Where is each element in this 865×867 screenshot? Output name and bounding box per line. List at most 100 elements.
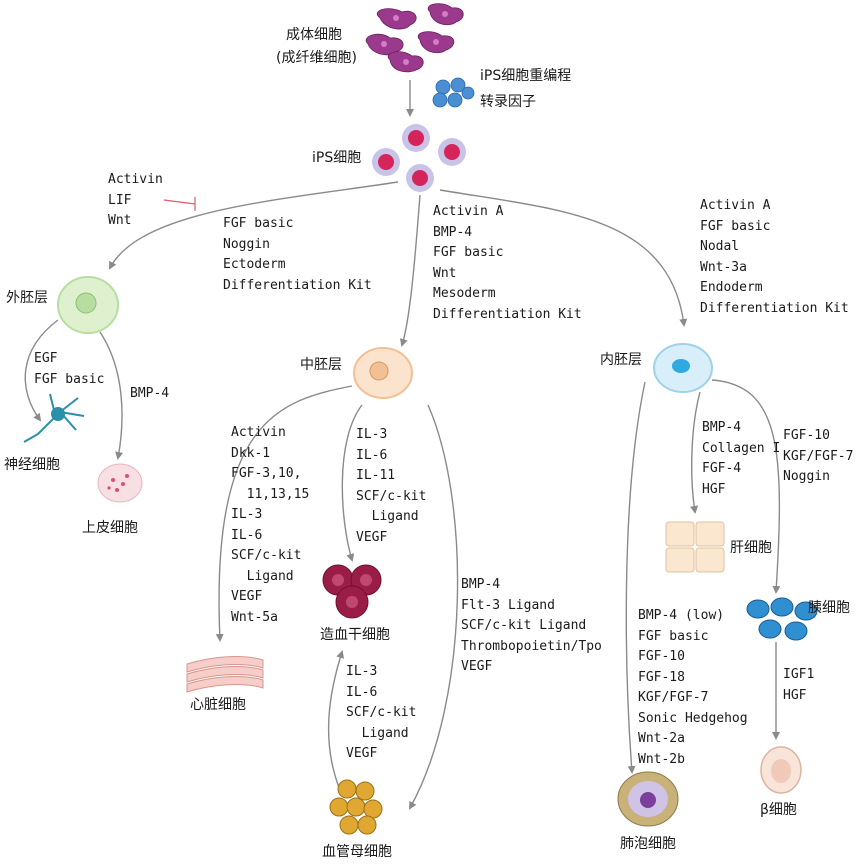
factor-item: Activin A (700, 198, 771, 213)
factor-item: Ligand (356, 509, 419, 524)
factor-item: Noggin (783, 469, 830, 484)
factor-item: Wnt-2b (638, 751, 685, 767)
beta-cell-image (760, 746, 802, 794)
arrow-hemangioblast-to-hsc (327, 650, 345, 791)
factor-item: Flt-3 Ligand (461, 597, 555, 613)
factor-item: FGF basic (638, 628, 709, 644)
factor-item: IL-3 (231, 507, 263, 522)
transcription-factor-label: 转录因子 (480, 94, 536, 110)
factor-item: VEGF (356, 529, 388, 545)
factor-item: BMP-4 (702, 420, 742, 435)
factor-item: Wnt-2a (638, 731, 685, 746)
hemangioblast-label: 血管母细胞 (322, 844, 392, 860)
pancreatic-cell-image (746, 597, 818, 641)
factor-item: VEGF (346, 746, 378, 761)
factor-item: FGF basic (433, 245, 504, 260)
factor-item: FGF basic (34, 371, 105, 387)
factor-item: Ectoderm (223, 257, 286, 272)
hsc-factor-list: IL-3 IL-6 IL-11 SCF/c-kit Ligand VEGF (356, 425, 426, 548)
factor-item: IL-3 (346, 664, 378, 679)
alveolar-factor-list: BMP-4 (low) FGF basic FGF-10 FGF-18 KGF/… (638, 606, 748, 770)
factor-item: BMP-4 (low) (638, 608, 725, 623)
arrow-ips-to-mesoderm (400, 194, 421, 347)
factor-item: Noggin (223, 236, 270, 252)
arrow-ips-to-ectoderm (109, 181, 399, 270)
factor-item: FGF-4 (702, 461, 742, 476)
factor-item: LIF (108, 192, 132, 208)
factor-item: Collagen I (702, 440, 781, 456)
factor-item: Nodal (700, 239, 740, 254)
factor-item: IL-6 (231, 527, 263, 543)
factor-item: SCF/c-kit (346, 705, 417, 720)
fibroblast-cells-image (365, 3, 464, 73)
factor-item: FGF-18 (638, 669, 685, 685)
ectoderm-factor-list: FGF basic Noggin Ectoderm Differentiatio… (223, 214, 372, 296)
factor-item: SCF/c-kit (231, 548, 302, 563)
neuron-image (23, 393, 85, 443)
factor-item: BMP-4 (461, 577, 501, 592)
factor-item: Differentiation Kit (433, 306, 582, 322)
arrow-ectoderm-to-epithelial (99, 331, 124, 460)
factor-item: VEGF (461, 659, 493, 674)
factor-item: Activin (231, 425, 286, 440)
factor-item: Thrombopoietin/Tpo (461, 638, 602, 654)
factor-item: IL-11 (356, 468, 396, 483)
factor-item: Mesoderm (433, 286, 496, 301)
arrow-mesoderm-to-cardiac (215, 385, 353, 642)
factor-item: KGF/FGF-7 (783, 448, 854, 464)
reprogramming-label: iPS细胞重编程 (480, 68, 572, 84)
alveolar-cell-image (617, 771, 679, 827)
factor-item: EGF (34, 351, 58, 366)
arrow-mesoderm-to-hsc (341, 404, 363, 562)
factor-item: Wnt-5a (231, 609, 278, 625)
factor-item: Wnt-3a (700, 259, 747, 275)
arrow-ectoderm-to-neuron (24, 319, 59, 422)
factor-item: IGF1 (783, 667, 815, 682)
factor-item: Wnt (433, 265, 457, 281)
hemangioblast-image (329, 779, 383, 835)
ips-cells-image (372, 124, 466, 192)
arrow-endoderm-to-alveolar (625, 381, 646, 774)
arrow-endoderm-to-pancreatic (711, 379, 781, 594)
beta-factor-list: IGF1 HGF (783, 665, 814, 706)
pancreatic-factor-list: FGF-10 KGF/FGF-7 Noggin (783, 426, 853, 488)
neuron-label: 神经细胞 (4, 457, 60, 473)
factor-item: Differentiation Kit (700, 300, 849, 316)
factor-item: HGF (702, 481, 726, 497)
transcription-factor-image (432, 77, 475, 108)
factor-item: SCF/c-kit Ligand (461, 618, 587, 633)
arrow-endoderm-to-hepatocyte (690, 391, 701, 514)
factor-item: FGF-3,10, (231, 466, 302, 481)
factor-item: BMP-4 (130, 386, 170, 401)
factor-item: Endoderm (700, 280, 763, 295)
neuron-factor-list: EGF FGF basic (34, 349, 104, 390)
factor-item: SCF/c-kit (356, 488, 427, 504)
factor-item: FGF-10 (783, 428, 830, 443)
factor-item: Activin (108, 172, 163, 187)
inhibit-factor-list: Activin LIF Wnt (108, 170, 163, 232)
epithelial-factor-list: BMP-4 (130, 384, 169, 405)
cardiac-label: 心脏细胞 (190, 697, 246, 713)
factor-item: FGF-10 (638, 649, 685, 664)
ips-label: iPS细胞 (312, 150, 362, 166)
factor-item: FGF basic (700, 218, 771, 234)
hepatocyte-label: 肝细胞 (730, 540, 772, 556)
hepatocyte-factor-list: BMP-4 Collagen I FGF-4 HGF (702, 418, 780, 500)
endoderm-cell-image (653, 343, 713, 393)
factor-item: Ligand (346, 725, 409, 741)
hsc-image (322, 564, 382, 619)
hemangioblast-factor-list: BMP-4 Flt-3 Ligand SCF/c-kit Ligand Thro… (461, 575, 602, 678)
epithelial-cell-image (97, 463, 143, 503)
adult-cell-label: 成体细胞 (286, 27, 342, 43)
factor-item: VEGF (231, 589, 263, 604)
ectoderm-cell-image (57, 276, 119, 334)
factor-item: IL-3 (356, 427, 388, 442)
cardiac-factor-list: Activin Dkk-1 FGF-3,10, 11,13,15 IL-3 IL… (231, 423, 309, 628)
factor-item: Activin A (433, 204, 504, 219)
endoderm-factor-list: Activin A FGF basic Nodal Wnt-3a Endoder… (700, 196, 849, 319)
factor-item: BMP-4 (433, 224, 473, 240)
mesoderm-cell-image (353, 347, 413, 399)
ectoderm-label: 外胚层 (6, 290, 48, 306)
